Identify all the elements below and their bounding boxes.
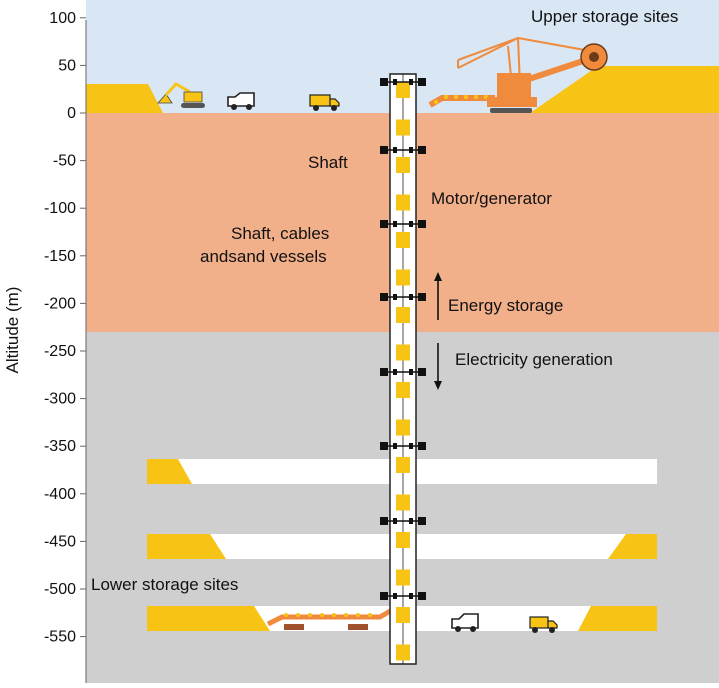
- axis-tick-label: -300: [44, 391, 76, 408]
- motor-generator-label: Motor/generator: [431, 189, 552, 208]
- motor-generator-unit: [380, 293, 426, 301]
- sand-vessel: [396, 82, 410, 98]
- upper-right-sand-pile: [530, 66, 719, 113]
- sand-vessel: [396, 269, 410, 286]
- sand-vessel: [396, 607, 410, 623]
- sand-vessel: [396, 194, 410, 211]
- motor-generator-unit: [380, 442, 426, 450]
- motor-generator-unit: [380, 592, 426, 600]
- motor-generator-unit: [380, 220, 426, 228]
- axis-tick-label: -50: [53, 153, 76, 170]
- sand-vessels: [396, 82, 410, 661]
- sand-vessel: [396, 119, 410, 136]
- arrow-down-icon: [434, 343, 442, 390]
- axis-tick-label: -200: [44, 295, 76, 312]
- shaft-cables-label-line1: Shaft, cables: [231, 224, 329, 243]
- excavator-icon: [157, 82, 205, 108]
- sand-vessel: [396, 644, 410, 661]
- upper-left-sand-pile: [86, 84, 163, 113]
- lower-van-icon: [451, 613, 479, 632]
- sand-vessel: [396, 569, 410, 586]
- sand-vessel: [396, 344, 410, 361]
- sand-vessel: [396, 307, 410, 323]
- energy-storage-label: Energy storage: [448, 296, 563, 315]
- lower-conveyor-icon: [266, 607, 394, 630]
- sand-vessel: [396, 382, 410, 398]
- axis-label: Altitude (m): [3, 287, 22, 374]
- sand-vessel: [396, 157, 410, 173]
- motor-generator-unit: [380, 517, 426, 525]
- motor-generator-unit: [380, 78, 426, 86]
- sand-vessel: [396, 232, 410, 248]
- axis-tick-label: -250: [44, 343, 76, 360]
- sand-vessel: [396, 532, 410, 548]
- axis-tick-label: -100: [44, 200, 76, 217]
- axis-tick-label: -550: [44, 629, 76, 646]
- axis-tick-label: 100: [49, 10, 76, 27]
- axis-tick-label: 50: [58, 57, 76, 74]
- shaft-cables-label-line2: andsand vessels: [200, 247, 327, 266]
- axis-tick-label: -400: [44, 486, 76, 503]
- axis-tick-label: -150: [44, 248, 76, 265]
- motor-generator-unit: [380, 368, 426, 376]
- sand-vessel: [396, 419, 410, 436]
- altitude-axis: 100 50 0 -50 -100 -150 -200 -250 -300 -350 -400 -45…: [44, 10, 87, 683]
- axis-tick-label: -450: [44, 533, 76, 550]
- van-icon: [227, 92, 255, 110]
- sand-vessel: [396, 457, 410, 473]
- truck-icon: [309, 94, 340, 111]
- axis-tick-label: -500: [44, 581, 76, 598]
- arrow-up-icon: [434, 272, 442, 320]
- shaft: [380, 73, 426, 665]
- bucket-wheel-excavator-icon: [457, 37, 608, 113]
- motor-generator-unit: [380, 146, 426, 154]
- lower-truck-icon: [529, 616, 558, 633]
- electricity-generation-label: Electricity generation: [455, 350, 613, 369]
- shaft-label: Shaft: [308, 153, 348, 172]
- upper-storage-label: Upper storage sites: [531, 7, 678, 26]
- lower-storage-label: Lower storage sites: [91, 575, 238, 594]
- motor-generators: [380, 78, 426, 600]
- axis-tick-label: -350: [44, 438, 76, 455]
- axis-tick-label: 0: [67, 105, 76, 122]
- sand-vessel: [396, 494, 410, 511]
- conveyor-icon: [428, 94, 495, 108]
